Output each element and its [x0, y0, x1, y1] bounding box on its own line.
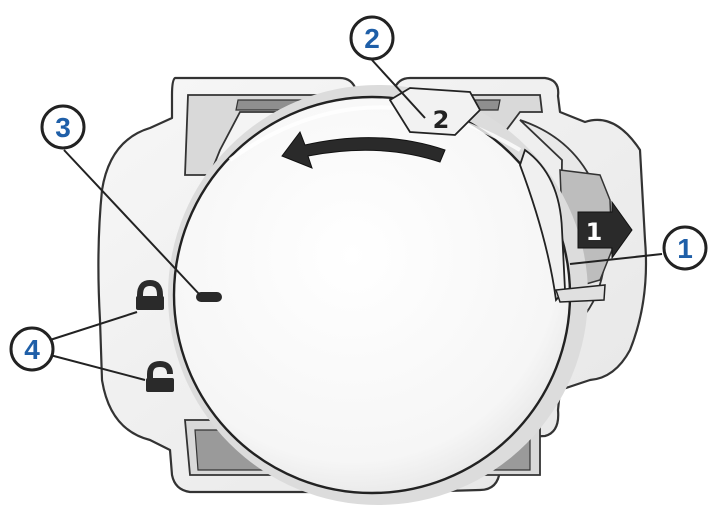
callout-2-label: 2: [364, 23, 380, 54]
rotate-counterclockwise-arrow-icon: [281, 130, 446, 169]
disc-alignment-mark: [196, 292, 222, 302]
arrow-step-1-label: 1: [586, 218, 603, 246]
rotating-disc: [168, 85, 588, 505]
lock-closed-icon: [136, 279, 164, 310]
callout-4: 4: [9, 326, 55, 372]
arrow-right-icon: 1: [577, 200, 633, 260]
callout-4-label: 4: [24, 334, 40, 365]
callout-3: 3: [40, 104, 86, 150]
arrow-step-2-label: 2: [433, 106, 450, 134]
lock-open-icon: [146, 360, 174, 392]
leader-1: [569, 253, 663, 265]
callout-1-label: 1: [677, 233, 693, 264]
release-lever: [519, 148, 566, 303]
leader-2: [371, 59, 426, 119]
leader-4a: [49, 311, 138, 341]
top-pull-tab: [388, 87, 482, 136]
leader-4b: [49, 354, 146, 381]
callout-3-label: 3: [55, 112, 71, 143]
callout-2: 2: [349, 15, 395, 61]
leader-lines: [49, 59, 663, 381]
leader-3: [63, 149, 201, 296]
callout-1: 1: [662, 225, 708, 271]
